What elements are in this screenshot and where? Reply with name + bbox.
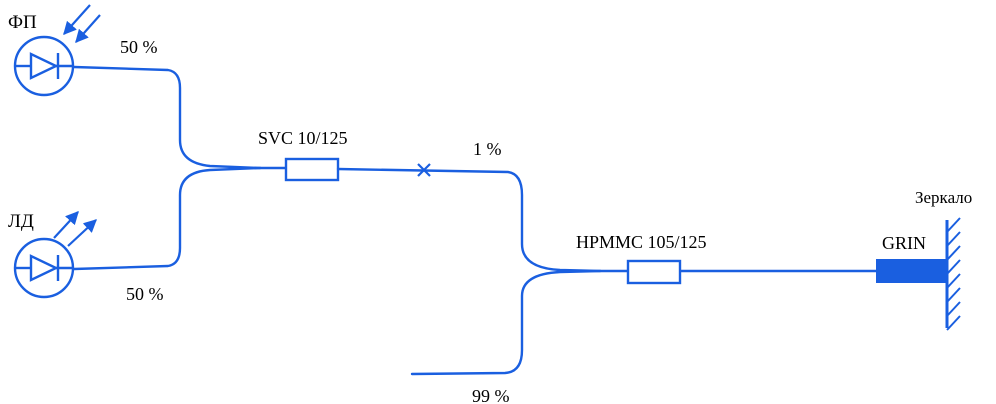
- laser-diode-icon: [13, 211, 97, 299]
- photodiode-label: ФП: [8, 12, 37, 33]
- svc-coupler-label: SVC 10/125: [258, 128, 348, 148]
- tap-fiber: [336, 167, 602, 273]
- pd-ratio-label: 50 %: [120, 37, 158, 57]
- laser-diode-label: ЛД: [8, 211, 34, 232]
- main-ratio-label: 99 %: [472, 386, 510, 404]
- svc-coupler-box: [284, 157, 340, 182]
- mirror-hatch-icon: [945, 217, 961, 331]
- ld-fiber: [72, 166, 262, 271]
- grin-lens-icon: [876, 259, 946, 283]
- grin-label: GRIN: [882, 233, 926, 253]
- tap-ratio-label: 1 %: [473, 139, 502, 159]
- mirror-label: Зеркало: [915, 188, 972, 207]
- splice-cross-icon: [417, 163, 431, 177]
- pd-fiber: [72, 65, 262, 170]
- hpmmc-coupler-box: [626, 259, 682, 285]
- hpmmc-coupler-label: HPMMC 105/125: [576, 232, 707, 252]
- ld-ratio-label: 50 %: [126, 284, 164, 304]
- main-output-fiber: [410, 269, 602, 376]
- photodiode-icon: [13, 4, 101, 97]
